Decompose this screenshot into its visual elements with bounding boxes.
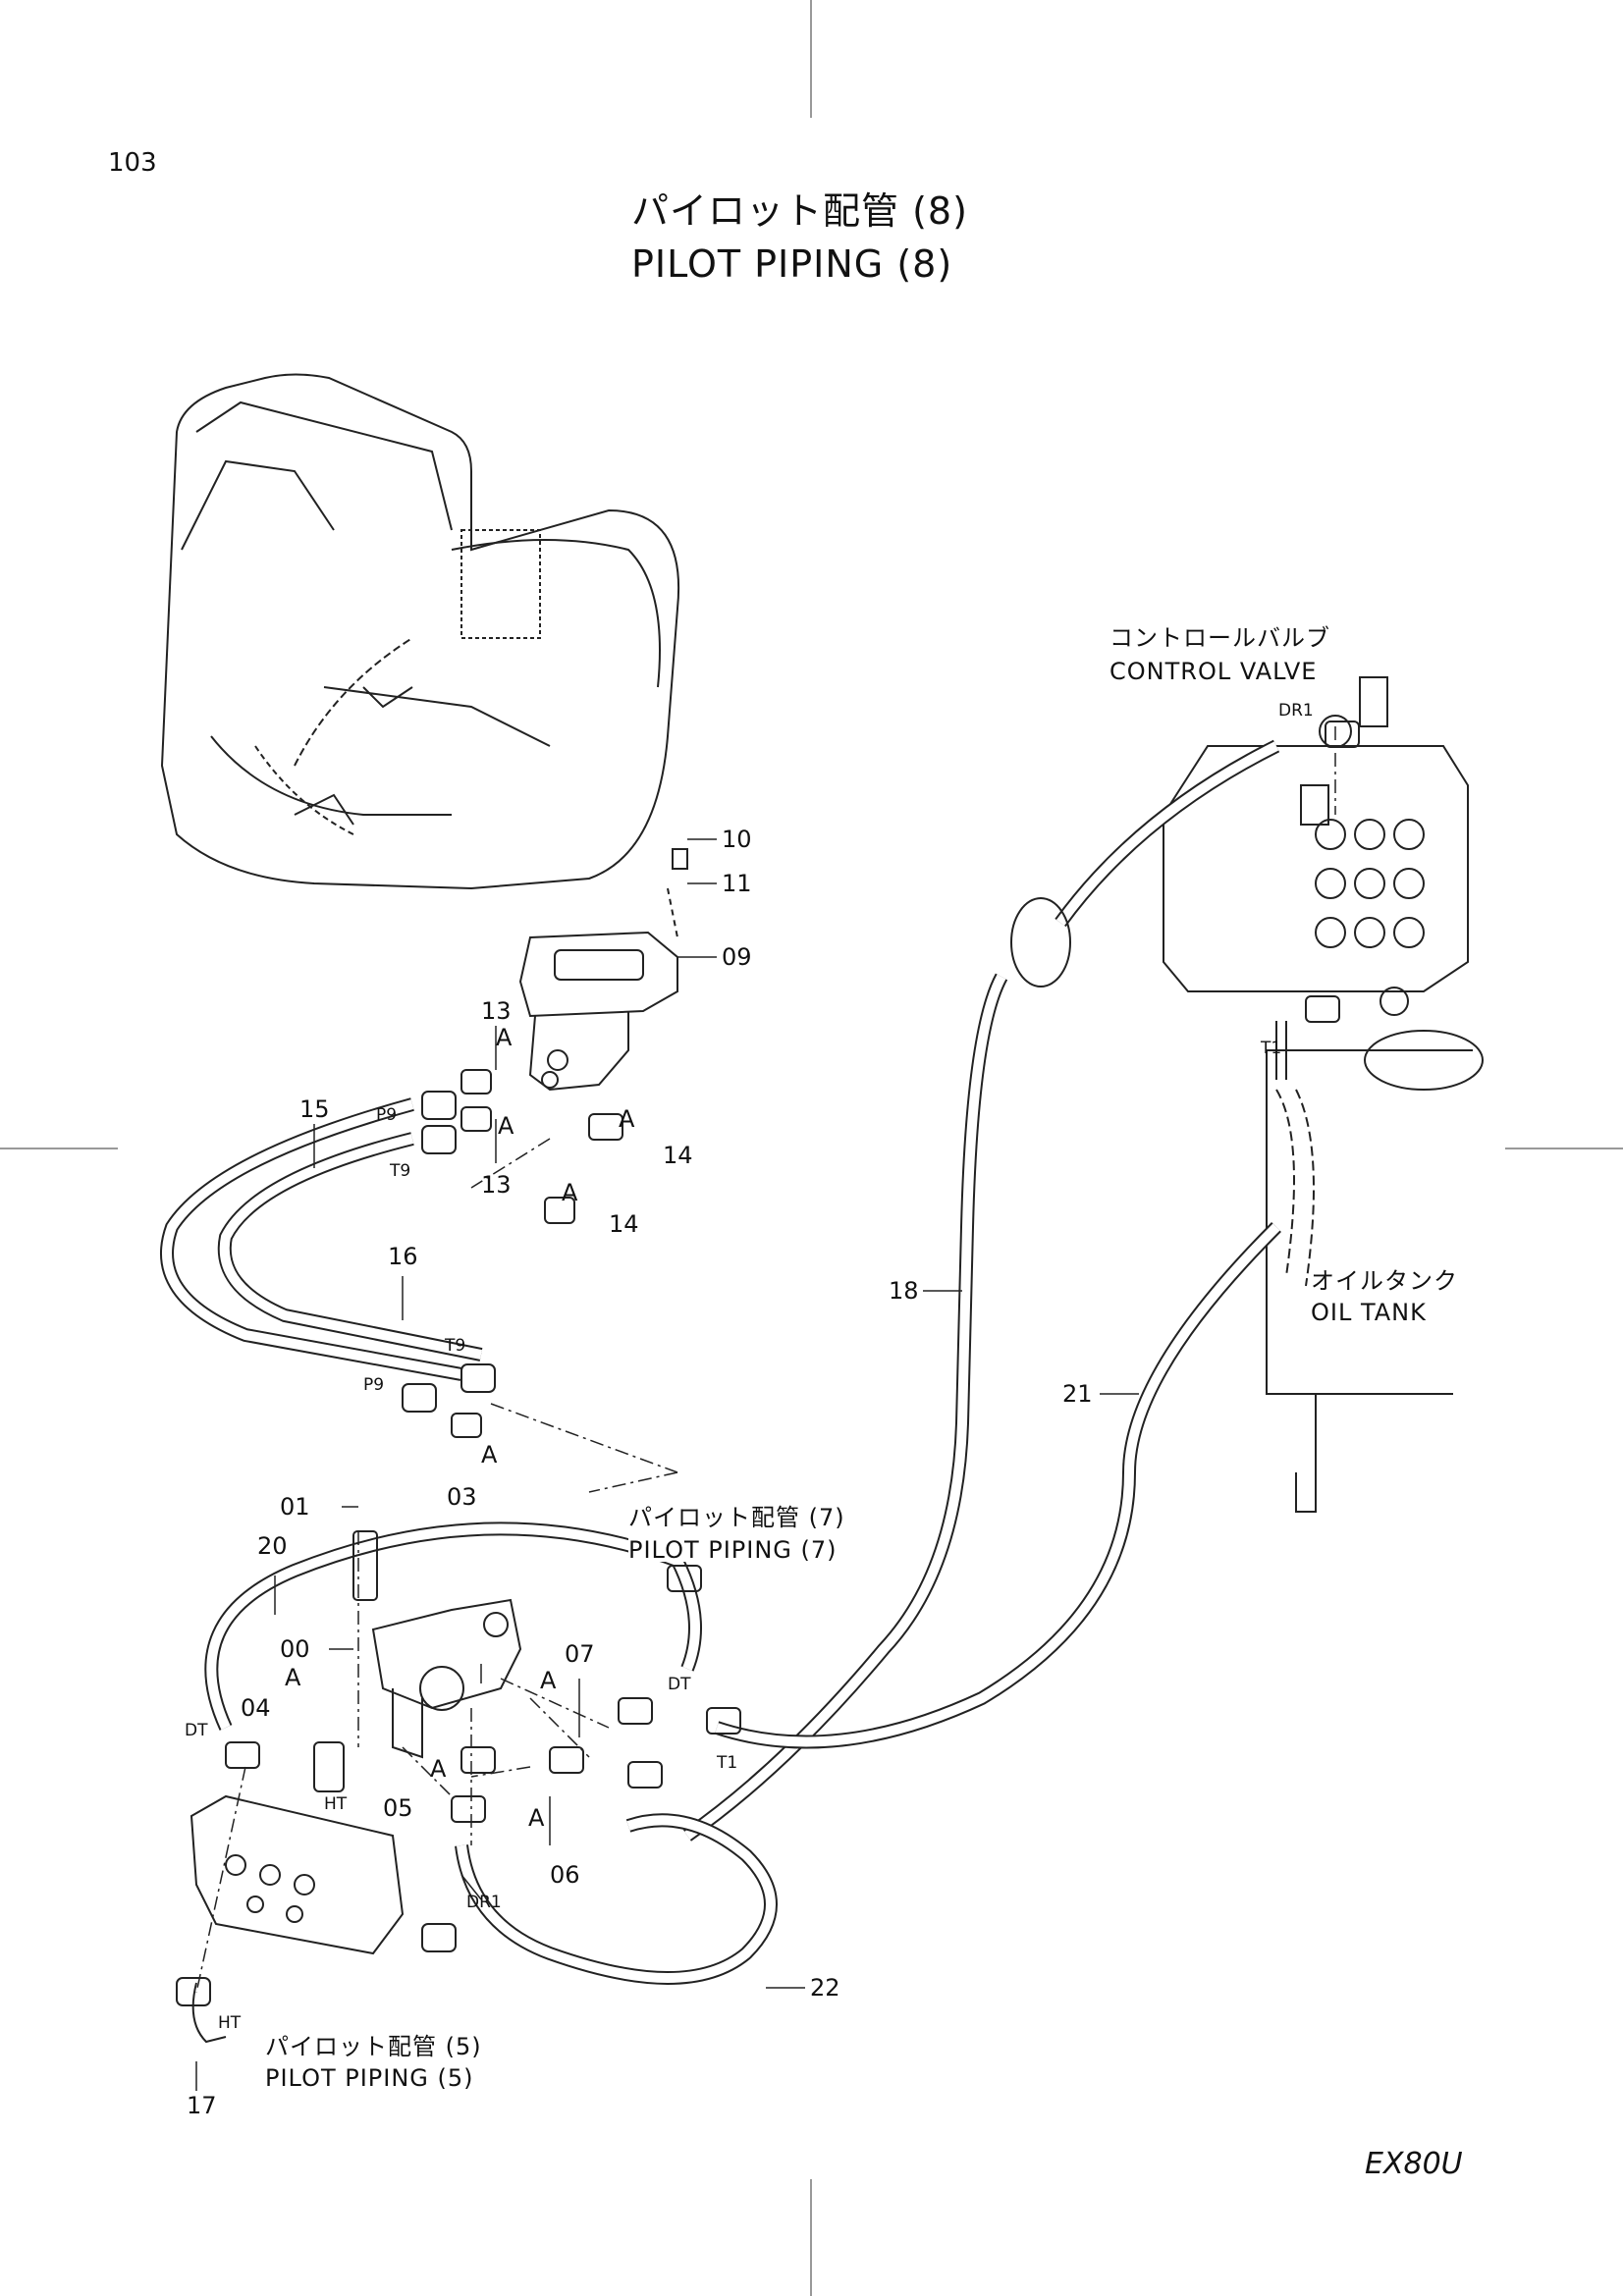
hose-18 bbox=[682, 739, 1280, 1842]
callout-22: 22 bbox=[810, 1974, 840, 2002]
marker-a-05: A bbox=[430, 1755, 447, 1783]
leader-lines bbox=[195, 838, 1139, 2091]
connection-lines bbox=[195, 726, 1336, 1994]
callout-20: 20 bbox=[257, 1532, 288, 1560]
page-title-english: PILOT PIPING (8) bbox=[631, 242, 953, 286]
marker-a-07: A bbox=[540, 1667, 557, 1694]
port-label-dt-right: DT bbox=[668, 1675, 691, 1694]
marker-a-03: A bbox=[481, 1441, 498, 1468]
port-label-t1-lower: T1 bbox=[717, 1753, 738, 1773]
callout-06: 06 bbox=[550, 1861, 580, 1889]
port-label-t9-upper: T9 bbox=[390, 1161, 411, 1181]
callout-04: 04 bbox=[241, 1694, 271, 1722]
hose-22 bbox=[455, 1813, 778, 1985]
port-label-p9-lower: P9 bbox=[363, 1375, 385, 1395]
callout-18: 18 bbox=[889, 1277, 919, 1305]
oil-tank-label-japanese: オイルタンク bbox=[1311, 1267, 1458, 1295]
callout-15: 15 bbox=[299, 1095, 330, 1123]
control-valve-label-japanese: コントロールバルブ bbox=[1109, 624, 1330, 652]
callout-14-lower: 14 bbox=[609, 1210, 639, 1238]
control-valve-label-english: CONTROL VALVE bbox=[1109, 658, 1318, 685]
port-label-ht-upper: HT bbox=[324, 1794, 348, 1814]
marker-a-14-lower: A bbox=[562, 1179, 578, 1206]
callout-03: 03 bbox=[447, 1483, 477, 1511]
callout-00: 00 bbox=[280, 1635, 310, 1663]
oil-tank-illustration bbox=[1266, 987, 1484, 1513]
reference-pilot-piping-7-english: PILOT PIPING (7) bbox=[628, 1536, 838, 1564]
callout-17: 17 bbox=[187, 2092, 217, 2119]
oil-tank-label-english: OIL TANK bbox=[1311, 1299, 1427, 1326]
callout-13-lower: 13 bbox=[481, 1171, 512, 1199]
control-valve-illustration bbox=[1163, 676, 1469, 992]
callout-14-upper: 14 bbox=[663, 1142, 693, 1169]
port-label-ht-lower: HT bbox=[218, 2013, 242, 2033]
callout-16: 16 bbox=[388, 1243, 418, 1270]
shuttle-valve-illustration bbox=[371, 1598, 522, 1759]
marker-a-04: A bbox=[285, 1664, 301, 1691]
marker-a-13-lower: A bbox=[498, 1112, 514, 1140]
callout-10: 10 bbox=[722, 826, 752, 853]
port-label-t1-tank: T1 bbox=[1261, 1039, 1282, 1058]
marker-a-06: A bbox=[528, 1804, 545, 1832]
page-title-japanese: パイロット配管 (8) bbox=[631, 189, 968, 233]
page-number: 103 bbox=[108, 148, 157, 178]
callout-05: 05 bbox=[383, 1794, 413, 1822]
marker-a-13-upper: A bbox=[496, 1024, 513, 1051]
marker-a-14-upper: A bbox=[619, 1105, 635, 1133]
callout-21: 21 bbox=[1062, 1380, 1093, 1408]
reference-pilot-piping-5-english: PILOT PIPING (5) bbox=[265, 2064, 474, 2092]
port-label-t9-lower: T9 bbox=[445, 1336, 466, 1356]
pilot-valve-illustration bbox=[518, 848, 688, 1092]
callout-11: 11 bbox=[722, 870, 752, 897]
model-name: EX80U bbox=[1365, 2147, 1463, 2181]
reference-pilot-piping-7-japanese: パイロット配管 (7) bbox=[628, 1504, 845, 1531]
solenoid-valve-block-illustration bbox=[189, 1794, 405, 2044]
port-label-dr1-lower: DR1 bbox=[466, 1893, 502, 1912]
port-label-p9-upper: P9 bbox=[376, 1105, 398, 1125]
port-label-dt-left: DT bbox=[185, 1721, 208, 1740]
fittings bbox=[176, 721, 1360, 2006]
callout-01: 01 bbox=[280, 1493, 310, 1521]
callout-09: 09 bbox=[722, 943, 752, 971]
reference-pilot-piping-5-japanese: パイロット配管 (5) bbox=[265, 2033, 482, 2060]
port-label-dr1-control-valve: DR1 bbox=[1278, 701, 1314, 721]
hose-15 bbox=[160, 1097, 483, 1381]
hose-21 bbox=[714, 1222, 1281, 1749]
callout-07: 07 bbox=[565, 1640, 595, 1668]
callout-13-upper: 13 bbox=[481, 997, 512, 1025]
excavator-cab-illustration bbox=[160, 373, 680, 890]
